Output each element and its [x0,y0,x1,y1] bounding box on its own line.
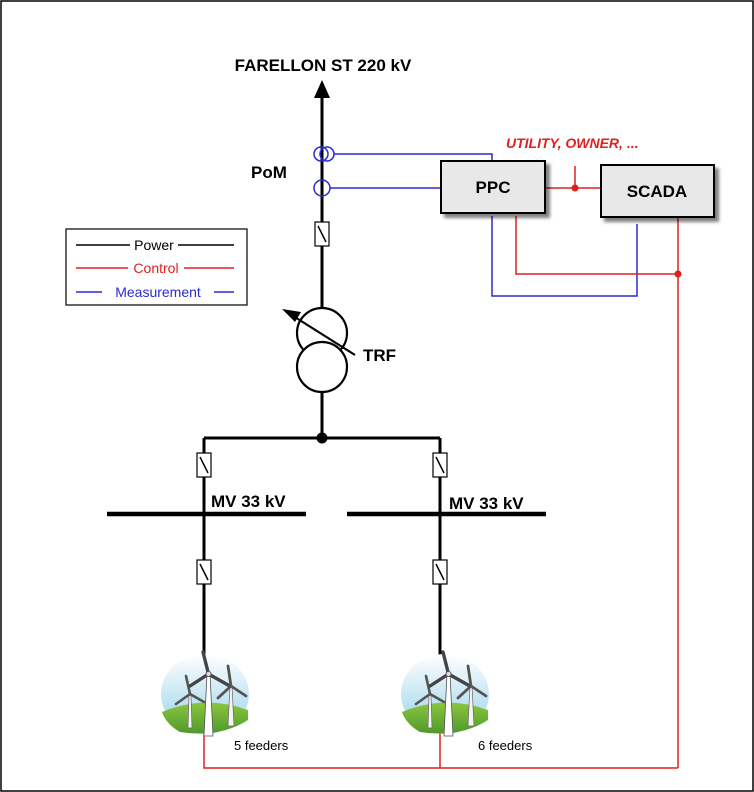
feeder-right-label: 6 feeders [478,738,533,753]
legend-power-label: Power [134,237,174,253]
grid-arrow-icon [314,80,330,98]
bus-left-label: MV 33 kV [211,492,286,511]
transformer-icon [295,306,349,394]
breaker-right-bottom-icon [432,559,448,585]
breaker-main-icon [314,221,330,247]
bus-right-label: MV 33 kV [449,494,524,513]
breaker-right-top-icon [432,452,448,478]
scada-box [600,164,715,218]
legend-control-label: Control [133,260,178,276]
feeder-left-label: 5 feeders [234,738,289,753]
breaker-left-top-icon [196,452,212,478]
control-junction-top [571,184,579,192]
pom-label: PoM [251,163,287,182]
ppc-box [440,160,546,214]
breaker-left-bottom-icon [196,559,212,585]
legend-measurement-label: Measurement [115,284,201,300]
utility-label: UTILITY, OWNER, ... [506,135,639,151]
trf-label: TRF [363,346,396,365]
scada-label: SCADA [627,182,687,201]
ppc-label: PPC [476,178,511,197]
control-junction-right [674,270,682,278]
tap-changer-arrow-icon [282,309,356,356]
bus-node [316,432,328,444]
voltage-transformer-icon [313,179,331,197]
grid-title: FARELLON ST 220 kV [235,56,412,75]
current-transformer-icon [313,146,335,162]
legend: Power Control Measurement [65,228,248,306]
